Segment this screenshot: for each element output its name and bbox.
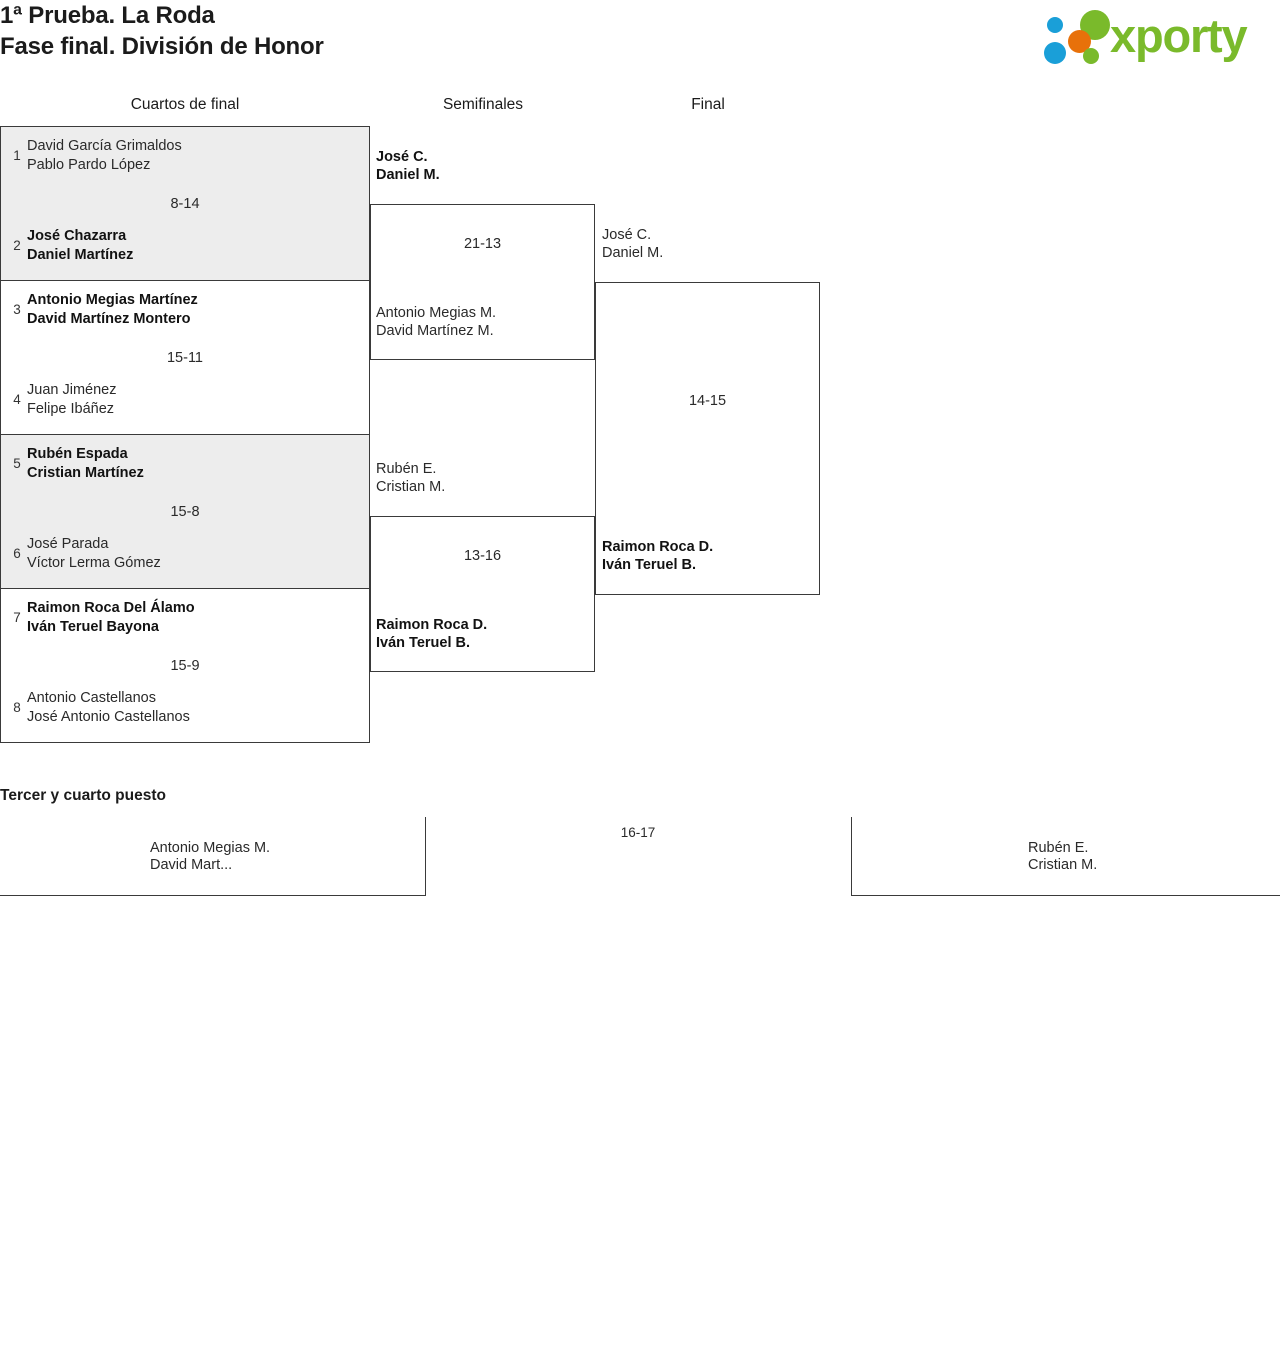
team-names: José Parada Víctor Lerma Gómez — [27, 535, 161, 572]
player-name: Raimon Roca Del Álamo — [27, 600, 195, 616]
team-names: Antonio Castellanos José Antonio Castell… — [27, 689, 190, 726]
semifinal-1-team-bottom[interactable]: Antonio Megias M. David Martínez M. — [376, 304, 496, 340]
match-slot-seed-4[interactable]: 4 Juan Jiménez Felipe Ibáñez — [7, 381, 365, 418]
third-place-left-bracket — [0, 817, 426, 896]
third-place-team-right[interactable]: Rubén E. Cristian M. — [1028, 840, 1097, 874]
player-name: Daniel Martínez — [27, 246, 134, 263]
team-names: José Chazarra Daniel Martínez — [27, 227, 133, 264]
player-name: Antonio Megias M. — [376, 305, 497, 321]
quarterfinal-match-3[interactable]: 5 Rubén Espada Cristian Martínez 15-8 6 … — [0, 434, 370, 589]
page-title-line-2: Fase final. División de Honor — [0, 33, 324, 60]
match-slot-seed-6[interactable]: 6 José Parada Víctor Lerma Gómez — [7, 535, 365, 572]
round-header-final: Final — [691, 96, 725, 113]
final-team-bottom[interactable]: Raimon Roca D. Iván Teruel B. — [602, 538, 713, 574]
match-score: 15-9 — [170, 658, 200, 674]
match-slot-seed-3[interactable]: 3 Antonio Megias Martínez David Martínez… — [7, 291, 365, 328]
player-name: Daniel M. — [376, 167, 440, 183]
player-name: David Martínez Montero — [27, 310, 191, 327]
quarterfinal-match-4[interactable]: 7 Raimon Roca Del Álamo Iván Teruel Bayo… — [0, 588, 370, 743]
seed-number: 7 — [13, 610, 21, 625]
quarterfinals-column: 1 David García Grimaldos Pablo Pardo Lóp… — [0, 126, 370, 743]
player-name: Pablo Pardo López — [27, 156, 151, 173]
third-place-score: 16-17 — [620, 825, 656, 840]
match-score: 14-15 — [688, 393, 727, 409]
player-name: Felipe Ibáñez — [27, 400, 115, 417]
team-names: Antonio Megias Martínez David Martínez M… — [27, 291, 198, 328]
player-name: Raimon Roca D. — [602, 539, 714, 555]
semifinal-match-2[interactable]: 13-16 — [370, 516, 595, 672]
player-name: Rubén E. — [376, 461, 437, 477]
player-name: Antonio Castellanos — [27, 690, 156, 706]
player-name: Raimon Roca D. — [376, 617, 488, 633]
match-slot-seed-8[interactable]: 8 Antonio Castellanos José Antonio Caste… — [7, 689, 365, 726]
player-name: Rubén Espada — [27, 446, 128, 462]
logo-dot-blue-small — [1047, 17, 1063, 33]
player-name: Iván Teruel Bayona — [27, 618, 159, 635]
match-score: 8-14 — [170, 196, 200, 212]
seed-number: 6 — [13, 546, 21, 561]
player-name: David Martínez M. — [376, 323, 494, 339]
quarterfinal-match-2[interactable]: 3 Antonio Megias Martínez David Martínez… — [0, 280, 370, 435]
logo-wordmark: xporty — [1110, 9, 1248, 62]
match-slot-seed-7[interactable]: 7 Raimon Roca Del Álamo Iván Teruel Bayo… — [7, 599, 365, 636]
match-score: 15-11 — [166, 350, 203, 366]
third-place-title: Tercer y cuarto puesto — [0, 787, 166, 804]
final-match[interactable]: 14-15 — [595, 282, 820, 595]
round-header-quarterfinals: Cuartos de final — [130, 96, 240, 113]
logo-dot-green-small — [1083, 48, 1099, 64]
player-name: Iván Teruel B. — [376, 635, 471, 651]
match-slot-seed-5[interactable]: 5 Rubén Espada Cristian Martínez — [7, 445, 365, 482]
player-name: Daniel M. — [602, 245, 664, 261]
player-name: José Antonio Castellanos — [27, 708, 190, 725]
seed-number: 8 — [13, 700, 21, 715]
seed-number: 3 — [13, 302, 21, 317]
match-score: 21-13 — [463, 236, 502, 252]
match-slot-seed-1[interactable]: 1 David García Grimaldos Pablo Pardo Lóp… — [7, 137, 365, 174]
logo-dot-orange — [1068, 30, 1091, 53]
team-names: Raimon Roca Del Álamo Iván Teruel Bayona — [27, 599, 195, 636]
player-name: Cristian Martínez — [27, 464, 144, 481]
page-title-line-1: 1ª Prueba. La Roda — [0, 2, 215, 29]
seed-number: 1 — [13, 148, 21, 163]
team-names: David García Grimaldos Pablo Pardo López — [27, 137, 182, 174]
match-score: 15-8 — [170, 504, 200, 520]
seed-number: 4 — [13, 392, 21, 407]
player-name: Juan Jiménez — [27, 382, 117, 398]
third-place-team-left[interactable]: Antonio Megias M. David Mart... — [150, 840, 270, 874]
match-slot-seed-2[interactable]: 2 José Chazarra Daniel Martínez — [7, 227, 365, 264]
player-name: David García Grimaldos — [27, 138, 182, 154]
player-name: Antonio Megias Martínez — [27, 292, 198, 308]
player-name: Víctor Lerma Gómez — [27, 554, 161, 571]
player-name: José Chazarra — [27, 228, 127, 244]
team-names: Juan Jiménez Felipe Ibáñez — [27, 381, 116, 418]
player-name: Cristian M. — [376, 479, 446, 495]
seed-number: 5 — [13, 456, 21, 471]
player-name: José C. — [602, 227, 652, 243]
match-score: 13-16 — [463, 548, 502, 564]
player-name: Antonio Megias M. — [150, 840, 271, 856]
player-name: José C. — [376, 149, 428, 165]
semifinal-match-1[interactable]: 21-13 — [370, 204, 595, 360]
xporty-logo[interactable]: xporty — [1042, 6, 1274, 68]
player-name: Cristian M. — [1028, 857, 1098, 873]
logo-dot-blue-large — [1044, 42, 1066, 64]
page-title: 1ª Prueba. La Roda Fase final. División … — [0, 0, 900, 62]
player-name: José Parada — [27, 536, 109, 552]
player-name: Iván Teruel B. — [602, 557, 697, 573]
third-place-right-bracket — [851, 817, 1280, 896]
semifinal-2-team-top[interactable]: Rubén E. Cristian M. — [376, 460, 445, 496]
round-header-semifinals: Semifinales — [442, 96, 524, 113]
quarterfinal-match-1[interactable]: 1 David García Grimaldos Pablo Pardo Lóp… — [0, 126, 370, 281]
team-names: Rubén Espada Cristian Martínez — [27, 445, 144, 482]
player-name: David Mart... — [150, 857, 233, 873]
final-team-top[interactable]: José C. Daniel M. — [602, 226, 663, 262]
semifinal-2-team-bottom[interactable]: Raimon Roca D. Iván Teruel B. — [376, 616, 487, 652]
seed-number: 2 — [13, 238, 21, 253]
player-name: Rubén E. — [1028, 840, 1089, 856]
semifinal-1-team-top[interactable]: José C. Daniel M. — [376, 148, 440, 184]
